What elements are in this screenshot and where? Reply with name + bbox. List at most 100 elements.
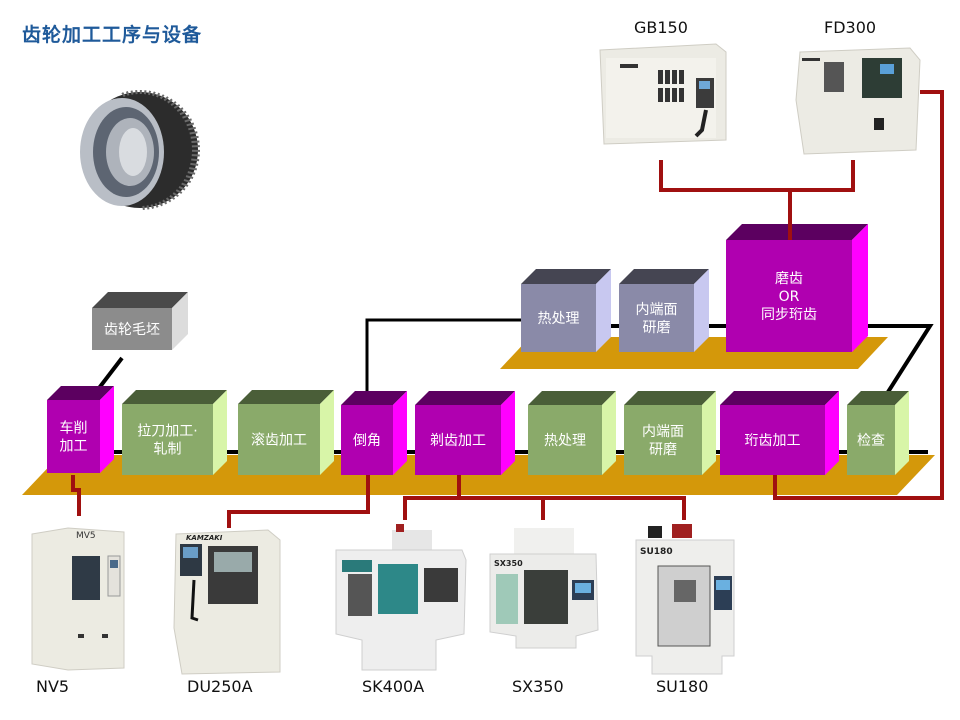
box-front-face <box>415 405 501 475</box>
box-top-face <box>238 390 334 404</box>
box-label: 磨齿 <box>775 271 803 287</box>
box-side-face <box>702 391 716 475</box>
box-label: 同步珩齿 <box>761 307 817 323</box>
gear-tooth <box>154 202 159 208</box>
gear-tooth <box>187 171 196 175</box>
gear-tooth <box>183 178 192 184</box>
gear-tooth <box>165 197 172 203</box>
turning-to-nv5-line <box>71 475 81 516</box>
gear-tooth <box>179 110 187 116</box>
gear-tooth <box>162 199 168 205</box>
box-front-face <box>122 404 213 475</box>
upper-box-heat-upper: 热处理 <box>521 269 611 352</box>
box-side-face <box>501 391 515 475</box>
box-label: OR <box>779 289 800 305</box>
gear-tooth <box>178 186 186 191</box>
box-side-face <box>596 269 611 352</box>
gear-tooth <box>147 90 152 96</box>
gear-tooth <box>186 122 195 127</box>
box-side-face <box>213 390 227 475</box>
nv5-machine-image: MV5 <box>31 527 125 671</box>
box-label: 拉刀加工· <box>137 424 197 440</box>
gear-tooth <box>184 118 192 123</box>
box-label: 轧制 <box>154 442 182 458</box>
svg-text:KAMZAKI: KAMZAKI <box>186 534 223 542</box>
box-top-face <box>847 391 909 405</box>
gear-tooth <box>121 92 126 98</box>
upper-box-grinding: 磨齿 OR 同步珩齿 <box>726 224 868 352</box>
svg-text:SU180: SU180 <box>640 547 673 557</box>
gear-tooth <box>130 90 134 95</box>
gear-tooth <box>142 205 145 211</box>
box-top-face <box>521 269 611 284</box>
gb150-machine-image <box>599 43 727 145</box>
gear-tooth <box>150 204 155 209</box>
su180-machine-image: SU180 <box>635 524 735 675</box>
box-top-face <box>619 269 709 284</box>
box-label: 内端面 <box>636 302 678 318</box>
box-label: 滚齿加工 <box>251 432 307 449</box>
gear-tooth <box>170 101 177 106</box>
box-side-face <box>852 224 868 352</box>
fd300-to-honing-line <box>773 90 944 500</box>
box-top-face <box>624 391 716 405</box>
machine-label-sk400a: SK400A <box>362 677 425 696</box>
sx350-machine-image: SX350 <box>489 528 599 649</box>
gear-tooth <box>182 114 190 119</box>
main-box-chamfer: 倒角 <box>341 391 407 475</box>
gear-tooth <box>169 194 176 200</box>
gear-tooth <box>173 104 181 109</box>
du250a-machine-image: KAMZAKI <box>173 529 281 675</box>
box-front-face <box>726 240 852 352</box>
gear-tooth <box>151 91 156 97</box>
gear-tooth <box>181 182 189 187</box>
gear-tooth <box>167 98 173 104</box>
sk400a-machine-image <box>335 524 467 671</box>
chamfer-to-upper-line <box>365 318 522 405</box>
gear-tooth <box>190 135 199 139</box>
box-label: 珩齿加工 <box>745 433 801 449</box>
page-title: 齿轮加工工序与设备 <box>22 24 203 46</box>
box-side-face <box>100 386 114 473</box>
main-box-hobbing: 滚齿加工 <box>238 390 334 475</box>
machine-label-gb150: GB150 <box>634 18 688 37</box>
box-front-face <box>238 404 320 475</box>
gear-tooth <box>163 96 169 102</box>
main-box-honing: 珩齿加工 <box>720 391 839 475</box>
box-front-face <box>92 308 172 350</box>
gear-tooth <box>188 126 196 131</box>
box-label: 加工 <box>60 439 88 455</box>
gear-tooth <box>172 192 179 198</box>
box-top-face <box>415 391 515 405</box>
gear-tooth <box>125 91 130 96</box>
red-connectors <box>71 90 944 528</box>
box-label: 检查 <box>857 433 885 449</box>
box-label: 热处理 <box>538 311 580 327</box>
box-side-face <box>825 391 839 475</box>
box-label: 倒角 <box>353 433 381 449</box>
box-label: 热处理 <box>544 433 586 449</box>
box-top-face <box>47 386 114 400</box>
gear-image <box>80 89 201 211</box>
gear-tooth <box>158 201 163 207</box>
box-side-face <box>320 390 334 475</box>
gear-tooth <box>135 89 138 95</box>
machine-label-du250a: DU250A <box>187 677 253 696</box>
box-side-face <box>694 269 709 352</box>
box-label: 齿轮毛坯 <box>104 322 160 338</box>
svg-text:MV5: MV5 <box>76 531 96 541</box>
gear-tooth <box>155 92 161 98</box>
svg-text:SX350: SX350 <box>494 559 523 568</box>
fd300-machine-image <box>795 47 921 155</box>
box-front-face <box>847 405 895 475</box>
box-side-face <box>895 391 909 475</box>
box-front-face <box>47 400 100 473</box>
upper-to-inspect-line <box>852 324 934 394</box>
box-top-face <box>726 224 868 240</box>
main-box-inspect: 检查 <box>847 391 909 475</box>
box-label: 研磨 <box>643 320 671 336</box>
blank-box: 齿轮毛坯 <box>92 292 188 350</box>
box-front-face <box>720 405 825 475</box>
